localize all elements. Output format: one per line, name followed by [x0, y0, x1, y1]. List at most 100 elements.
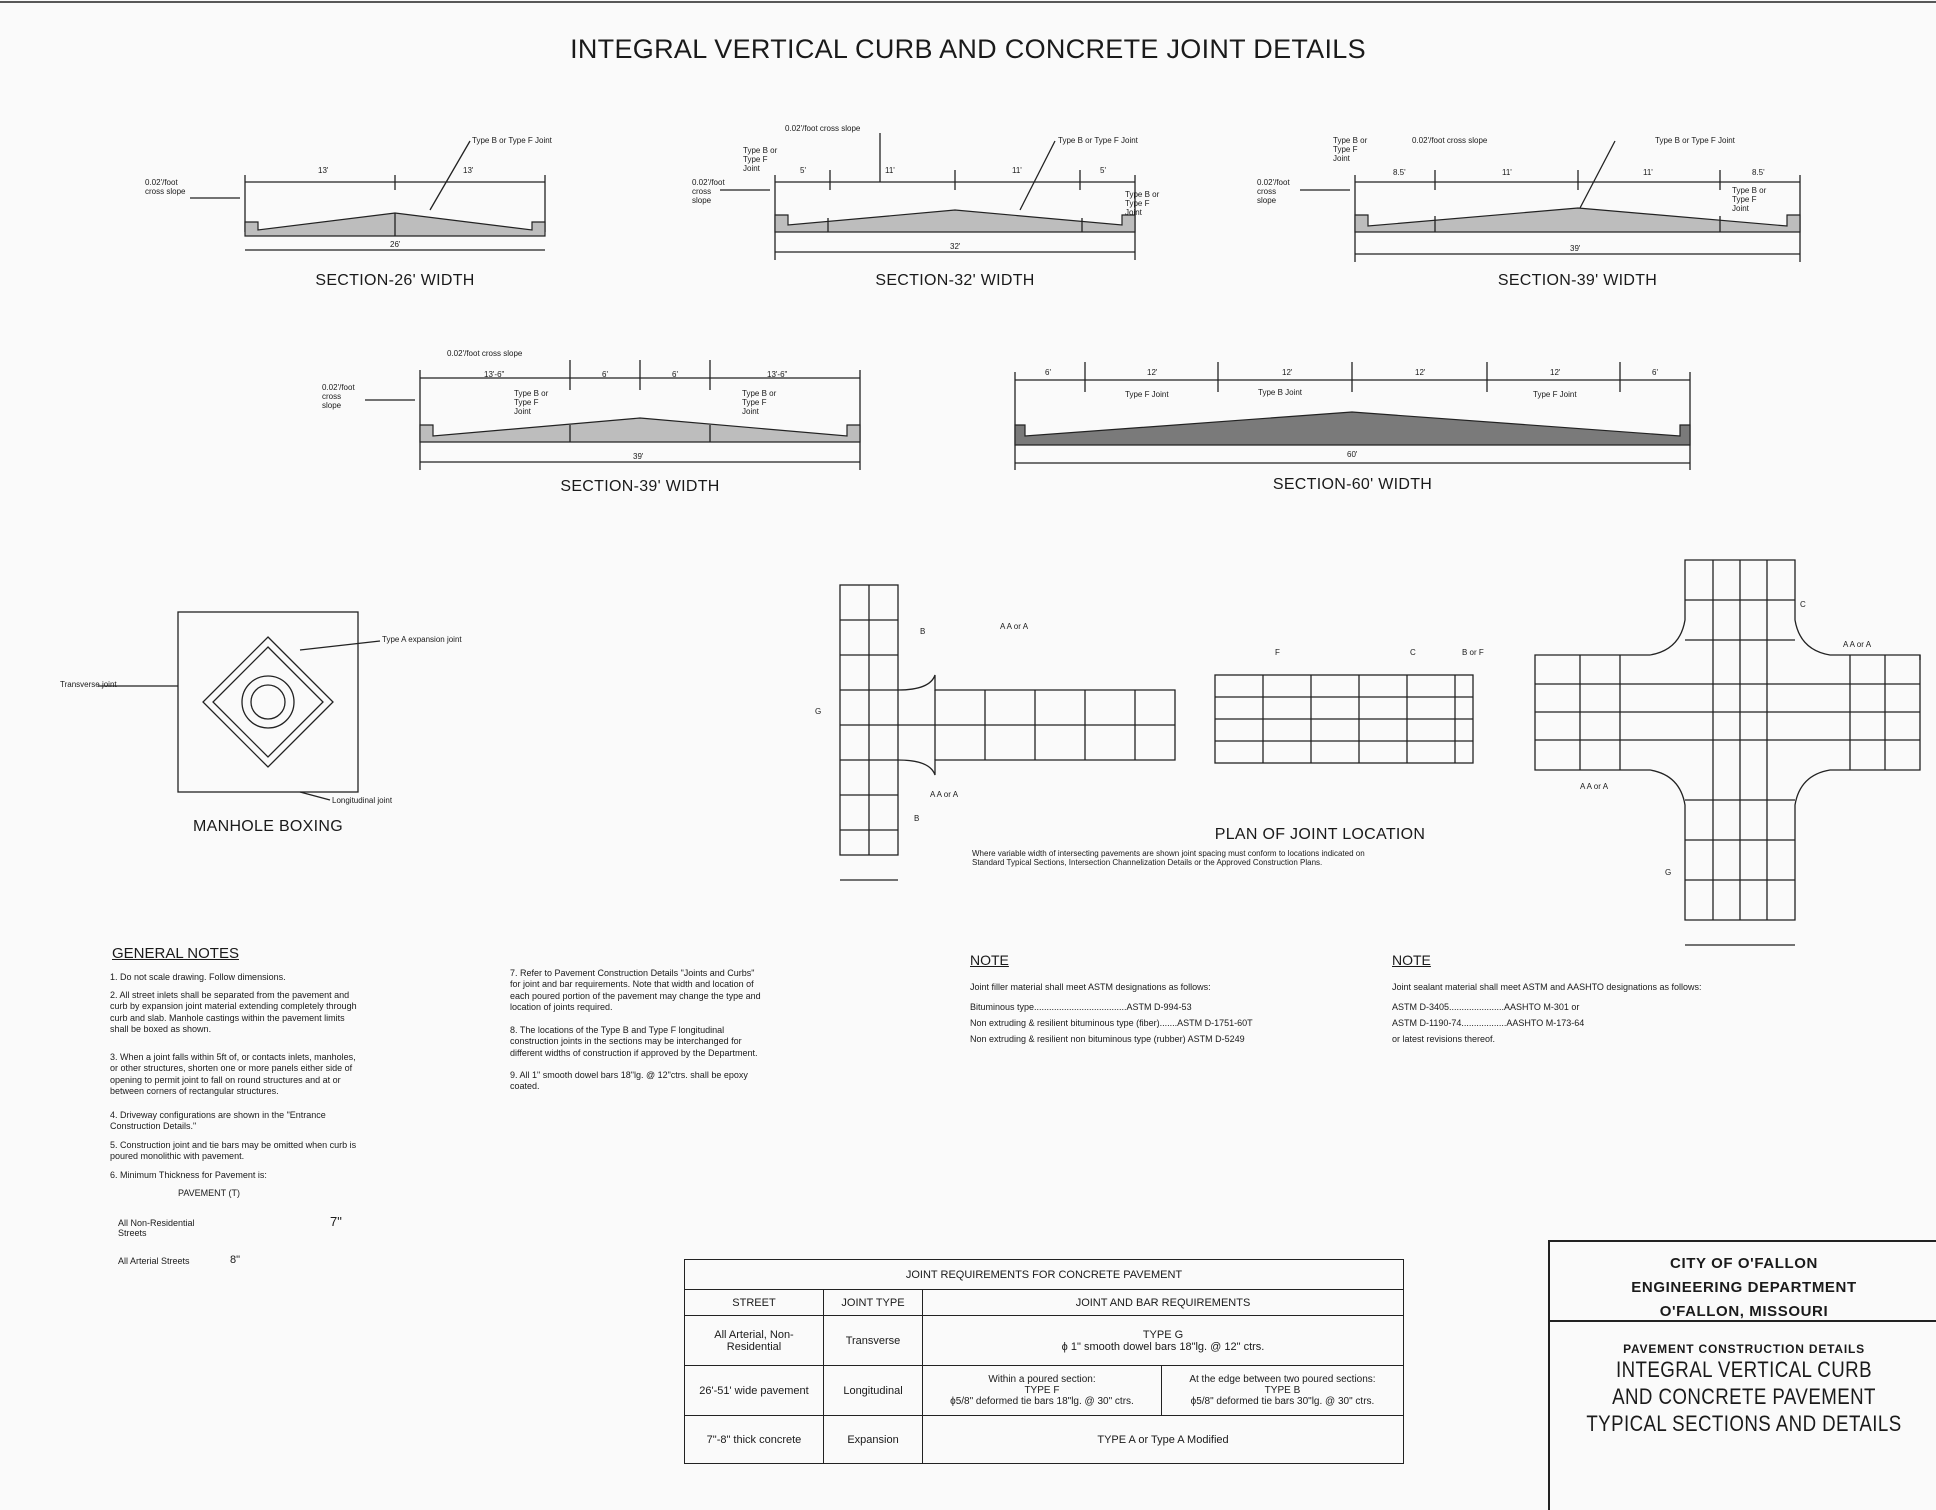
title-block-city: CITY OF O'FALLON	[1670, 1255, 1818, 1272]
title-block-agency: CITY OF O'FALLON ENGINEERING DEPARTMENT …	[1550, 1242, 1936, 1322]
section-39a-drawing	[1300, 140, 1801, 262]
section-32-caption: SECTION-32' WIDTH	[875, 272, 1035, 289]
general-note-8: 8. The locations of the Type B and Type …	[510, 1025, 758, 1058]
section-32-drawing	[720, 133, 1136, 260]
note-filler-heading: NOTE	[970, 952, 1009, 968]
general-note-4: 4. Driveway configurations are shown in …	[110, 1110, 326, 1132]
general-note-1: 1. Do not scale drawing. Follow dimensio…	[110, 972, 286, 982]
manhole-longitudinal-label: Longitudinal joint	[332, 796, 393, 805]
section-32-dim-total: 32'	[950, 242, 961, 251]
title-block-line-3: TYPICAL SECTIONS AND DETAILS	[1586, 1411, 1902, 1436]
note-sealant-heading: NOTE	[1392, 952, 1431, 968]
title-block-line-1: INTEGRAL VERTICAL CURB	[1616, 1357, 1872, 1382]
section-39b-slope-label: 0.02'/foot cross slope	[322, 383, 355, 411]
title-block: CITY OF O'FALLON ENGINEERING DEPARTMENT …	[1548, 1240, 1936, 1510]
section-26-dim-total: 26'	[390, 240, 401, 249]
section-39b-dim-4: 13'-6"	[767, 370, 788, 379]
section-60-joint-b: Type B Joint	[1258, 388, 1303, 397]
note-sealant-intro: Joint sealant material shall meet ASTM a…	[1392, 982, 1702, 992]
section-60-dim-6: 6'	[1652, 368, 1658, 377]
general-note-5: 5. Construction joint and tie bars may b…	[110, 1140, 357, 1162]
section-60-joint-f1: Type F Joint	[1125, 390, 1169, 399]
table-req-longitudinal-b: At the edge between two poured sections:…	[1160, 1365, 1405, 1416]
manhole-transverse-label: Transverse joint	[60, 680, 117, 689]
plan-straight-drawing	[1214, 674, 1474, 764]
general-note-6: 6. Minimum Thickness for Pavement is:	[110, 1170, 267, 1180]
plan-label-b-or-f: B or F	[1462, 648, 1484, 657]
section-26-dim-left: 13'	[318, 166, 329, 175]
plan-label-b-2: B	[914, 814, 920, 823]
thickness-header: PAVEMENT (T)	[178, 1188, 241, 1198]
title-block-department: ENGINEERING DEPARTMENT	[1631, 1279, 1857, 1296]
plan-label-b: B	[920, 627, 926, 636]
plan-label-c: C	[1410, 648, 1416, 657]
section-39b-caption: SECTION-39' WIDTH	[560, 478, 720, 495]
general-note-7: 7. Refer to Pavement Construction Detail…	[510, 968, 761, 1012]
section-39b-drawing	[365, 360, 861, 470]
section-26-dim-right: 13'	[463, 166, 474, 175]
thickness-row-1-value: 7"	[330, 1214, 342, 1229]
general-note-2: 2. All street inlets shall be separated …	[110, 990, 357, 1034]
joint-requirements-table: JOINT REQUIREMENTS FOR CONCRETE PAVEMENT…	[684, 1259, 1405, 1464]
table-req-expansion: TYPE A or Type A Modified	[922, 1415, 1404, 1464]
title-block-subtitle: PAVEMENT CONSTRUCTION DETAILS	[1623, 1342, 1865, 1356]
section-60-dim-total: 60'	[1347, 450, 1358, 459]
table-header-requirements: JOINT AND BAR REQUIREMENTS	[922, 1289, 1404, 1316]
section-32-joint-right: Type B or Type F Joint	[1125, 190, 1160, 218]
section-39a-dim-2: 11'	[1502, 168, 1512, 177]
section-32-dim-1: 5'	[800, 166, 806, 175]
note-filler-line-2: Non extruding & resilient bituminous typ…	[970, 1018, 1253, 1028]
section-60-dim-1: 6'	[1045, 368, 1051, 377]
table-header-street: STREET	[684, 1289, 824, 1316]
manhole-caption: MANHOLE BOXING	[192, 818, 343, 835]
section-39b-dim-2: 6'	[602, 370, 608, 379]
table-street-1: All Arterial, Non-Residential	[684, 1315, 824, 1366]
req-transverse-type: TYPE G	[1142, 1328, 1184, 1341]
section-26-joint-label: Type B or Type F Joint	[472, 136, 552, 145]
plan-cross-drawing	[1534, 559, 1921, 946]
thickness-row-1-street: All Non-Residential Streets	[118, 1218, 195, 1239]
note-sealant-line-3: or latest revisions thereof.	[1392, 1034, 1496, 1044]
general-note-9: 9. All 1" smooth dowel bars 18"lg. @ 12"…	[510, 1070, 748, 1092]
req-transverse-bars: ϕ 1" smooth dowel bars 18"lg. @ 12" ctrs…	[1061, 1340, 1265, 1353]
section-32-joint-center: Type B or Type F Joint	[1058, 136, 1138, 145]
req-long-b-bar: ϕ5/8" deformed tie bars 30"lg. @ 30" ctr…	[1190, 1396, 1375, 1407]
plan-caption: PLAN OF JOINT LOCATION	[1214, 826, 1426, 843]
section-39a-dim-total: 39'	[1570, 244, 1581, 253]
section-60-dim-3: 12'	[1282, 368, 1293, 377]
thickness-row-2-value: 8"	[230, 1254, 241, 1266]
note-sealant-line-2: ASTM D-1190-74..................AASHTO M…	[1392, 1018, 1585, 1028]
section-26-slope-label: 0.02'/foot cross slope	[145, 178, 186, 197]
plan-label-f: F	[1275, 648, 1280, 657]
req-long-a-head: Within a poured section:	[988, 1374, 1096, 1385]
general-notes-heading: GENERAL NOTES	[112, 945, 239, 962]
plan-label-a-2: A A or A	[930, 790, 959, 799]
section-60-dim-2: 12'	[1147, 368, 1158, 377]
table-req-transverse: TYPE G ϕ 1" smooth dowel bars 18"lg. @ 1…	[922, 1315, 1404, 1366]
table-street-2: 26'-51' wide pavement	[684, 1365, 824, 1416]
thickness-row-2-street: All Arterial Streets	[118, 1256, 190, 1266]
table-type-longitudinal: Longitudinal	[823, 1365, 923, 1416]
table-type-expansion: Expansion	[823, 1415, 923, 1464]
plan-note: Where variable width of intersecting pav…	[972, 849, 1365, 868]
section-39a-slope-label: 0.02'/foot cross slope	[1257, 178, 1290, 206]
section-39a-dim-3: 11'	[1643, 168, 1653, 177]
section-32-dim-4: 5'	[1100, 166, 1106, 175]
section-39b-joint-left: Type B or Type F Joint	[514, 389, 549, 417]
section-39b-joint-right: Type B or Type F Joint	[742, 389, 777, 417]
plan-label-a: A A or A	[1000, 622, 1029, 631]
note-filler-line-1: Bituminous type.........................…	[970, 1002, 1192, 1012]
section-39a-dim-1: 8.5'	[1393, 168, 1406, 177]
section-60-dim-4: 12'	[1415, 368, 1426, 377]
section-39b-dim-1: 13'-6"	[484, 370, 505, 379]
section-32-slope-top: 0.02'/foot cross slope	[785, 124, 861, 133]
section-39b-dim-3: 6'	[672, 370, 678, 379]
title-block-location: O'FALLON, MISSOURI	[1659, 1303, 1829, 1320]
section-39b-dim-total: 39'	[633, 452, 644, 461]
section-32-dim-3: 11'	[1012, 166, 1022, 175]
note-filler-intro: Joint filler material shall meet ASTM de…	[970, 982, 1211, 992]
plan-label-g: G	[815, 707, 822, 716]
table-req-longitudinal-a: Within a poured section: TYPE F ϕ5/8" de…	[922, 1365, 1162, 1416]
section-60-joint-f2: Type F Joint	[1533, 390, 1577, 399]
